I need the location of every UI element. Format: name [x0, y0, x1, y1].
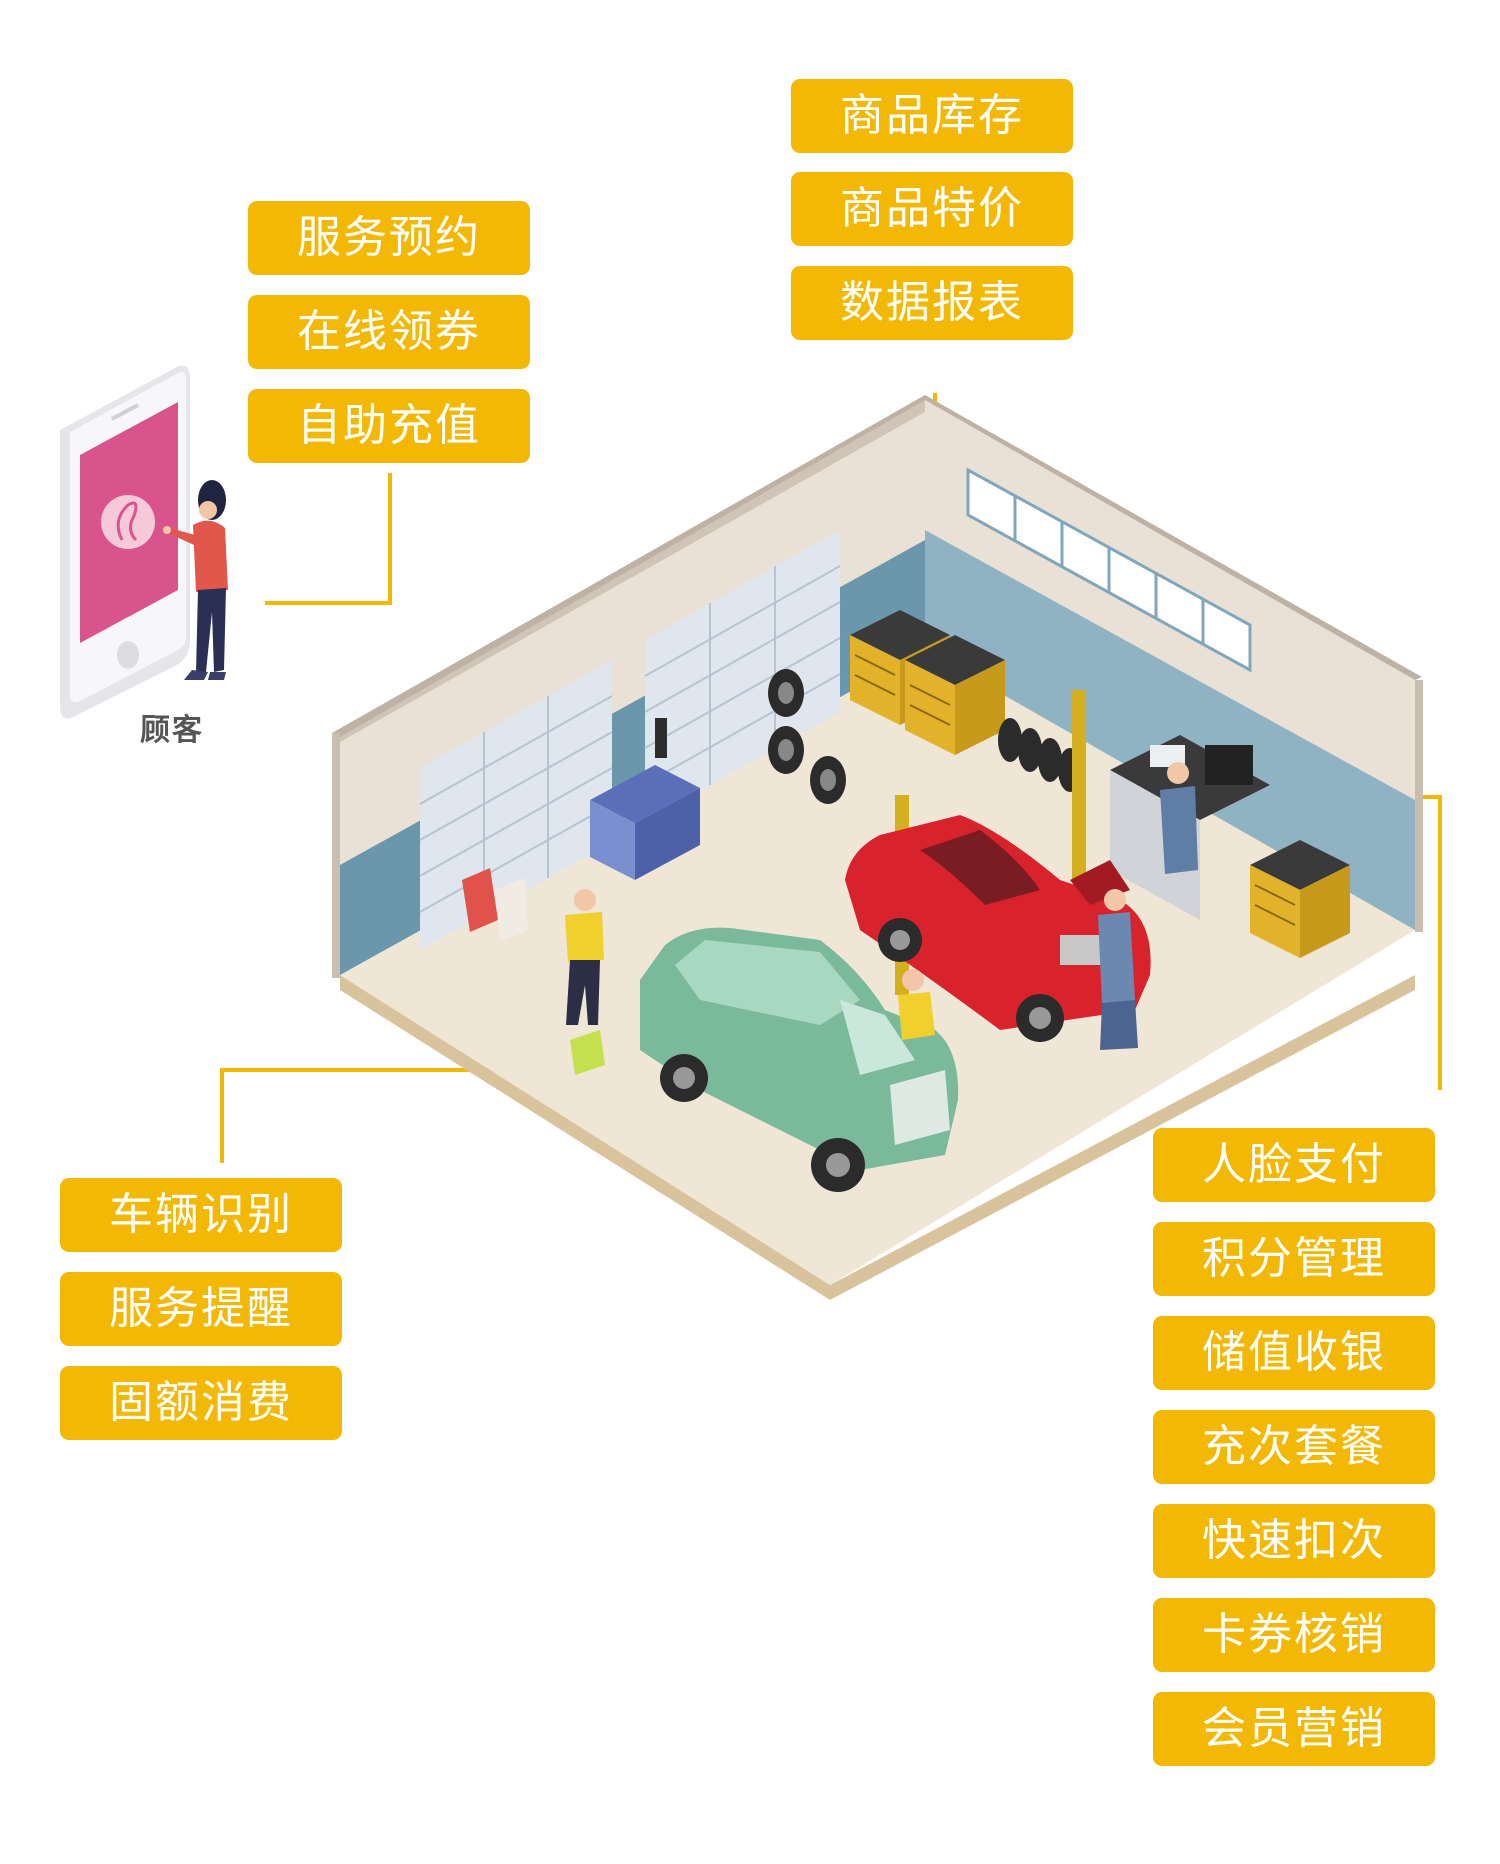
tag-product-special-price: 商品特价 — [791, 172, 1073, 246]
tag-vehicle-recognition: 车辆识别 — [60, 1178, 342, 1252]
tag-service-reminder: 服务提醒 — [60, 1272, 342, 1346]
tag-prepaid-packages: 充次套餐 — [1153, 1410, 1435, 1484]
tag-coupon-redemption: 卡券核销 — [1153, 1598, 1435, 1672]
tag-quick-deduct: 快速扣次 — [1153, 1504, 1435, 1578]
red-car — [845, 815, 1151, 1042]
garage-room — [332, 395, 1423, 1300]
tag-face-payment: 人脸支付 — [1153, 1128, 1435, 1202]
green-car — [640, 927, 959, 1192]
tag-product-inventory: 商品库存 — [791, 79, 1073, 153]
customer-label: 顾客 — [140, 713, 204, 748]
tag-self-recharge: 自助充值 — [248, 389, 530, 463]
tag-stored-value-cashier: 储值收银 — [1153, 1316, 1435, 1390]
tag-online-coupon: 在线领券 — [248, 295, 530, 369]
workers — [565, 762, 1198, 1075]
phone-illustration — [60, 365, 190, 719]
tag-member-marketing: 会员营销 — [1153, 1692, 1435, 1766]
tag-points-management: 积分管理 — [1153, 1222, 1435, 1296]
tag-data-reports: 数据报表 — [791, 266, 1073, 340]
tag-service-booking: 服务预约 — [248, 201, 530, 275]
customer-figure — [163, 480, 228, 680]
tag-fixed-amount-spend: 固额消费 — [60, 1366, 342, 1440]
